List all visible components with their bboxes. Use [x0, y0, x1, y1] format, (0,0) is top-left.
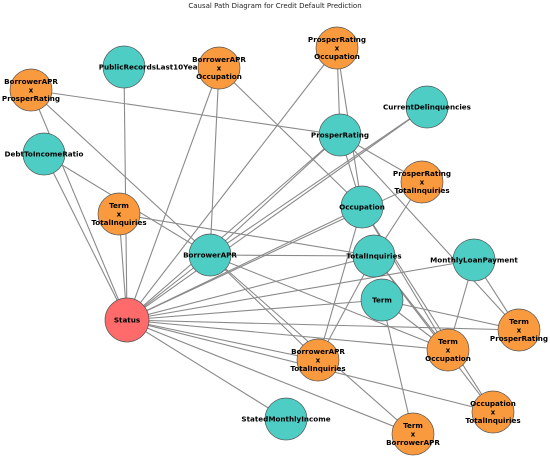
node-label-statedincome: StatedMonthlyIncome	[241, 415, 330, 424]
edge-status-apr_x_inq	[126, 319, 319, 361]
node-circle-apr_x_rating	[9, 68, 53, 112]
node-label-borrowerapr: BorrowerAPR	[183, 251, 237, 260]
node-label-prosperrating: ProsperRating	[311, 131, 369, 140]
node-circle-rating_x_inq	[400, 160, 444, 204]
node-circle-term_x_inq	[97, 192, 141, 236]
edge-prosperrating-term_x_rating	[339, 134, 520, 331]
node-circle-term_x_rating	[497, 308, 541, 352]
edge-borrowerapr-apr_x_inq	[209, 254, 319, 361]
node-currentdelinq: CurrentDelinquencies	[383, 85, 471, 129]
node-circle-occupation	[340, 185, 384, 229]
node-circle-prosperrating	[318, 113, 362, 157]
node-circle-apr_x_occ	[197, 46, 241, 90]
edge-occupation-term_x_occ	[361, 206, 449, 351]
edge-apr_x_occ-occupation	[218, 67, 363, 208]
edge-status-term	[126, 299, 383, 321]
node-circle-publicrecords	[102, 45, 146, 89]
node-label-occupation: Occupation	[339, 203, 385, 212]
node-statedincome: StatedMonthlyIncome	[241, 397, 331, 441]
edge-term_x_inq-totalinquiries	[118, 213, 375, 257]
node-debttoincome: DebtToIncomeRatio	[5, 132, 84, 176]
node-circle-debttoincome	[22, 132, 66, 176]
node-occupation: Occupation	[339, 185, 385, 229]
edge-status-statedincome	[126, 319, 287, 420]
node-label-publicrecords: PublicRecordsLast10Years	[99, 63, 206, 72]
edge-status-term_x_apr	[126, 319, 414, 435]
node-circle-status	[104, 297, 150, 343]
diagram-title: Causal Path Diagram for Credit Default P…	[188, 2, 362, 10]
edge-apr_x_occ-borrowerapr	[209, 67, 220, 256]
edge-term-term_x_rating	[381, 299, 520, 331]
node-term: Term	[360, 278, 404, 322]
edge-term-term_x_apr	[381, 299, 414, 435]
node-circle-term_x_apr	[391, 412, 435, 456]
edge-status-rating_x_occ	[126, 47, 338, 321]
edge-status-currentdelinq	[126, 106, 428, 321]
edge-status-term_x_rating	[126, 319, 520, 331]
node-circle-statedincome	[264, 397, 308, 441]
edge-apr_x_rating-prosperrating	[30, 89, 341, 136]
node-publicrecords: PublicRecordsLast10Years	[99, 45, 206, 89]
edge-borrowerapr-totalinquiries	[209, 254, 375, 257]
node-status: Status	[104, 297, 150, 343]
node-circle-term_x_occ	[426, 328, 470, 372]
edge-status-totalinquiries	[126, 255, 375, 321]
node-label-totalinquiries: TotalInquiries	[346, 252, 401, 261]
node-circle-totalinquiries	[352, 234, 396, 278]
node-prosperrating: ProsperRating	[311, 113, 369, 157]
edge-prosperrating-borrowerapr	[209, 134, 341, 256]
node-circle-monthlyloan	[452, 238, 496, 282]
edge-status-apr_x_occ	[126, 67, 220, 321]
edge-status-prosperrating	[126, 134, 341, 321]
edge-currentdelinq-borrowerapr	[209, 106, 428, 256]
edge-status-term_x_occ	[126, 319, 449, 351]
node-circle-currentdelinq	[405, 85, 449, 129]
node-circle-borrowerapr	[188, 233, 232, 277]
node-circle-apr_x_inq	[296, 338, 340, 382]
edge-status-debttoincome	[43, 153, 128, 321]
node-circle-rating_x_occ	[315, 26, 359, 70]
node-label-debttoincome: DebtToIncomeRatio	[5, 150, 84, 159]
edge-status-apr_x_rating	[30, 89, 128, 321]
node-layer: Status BorrowerAPR ProsperRatingOccupation…	[2, 26, 548, 456]
edge-occupation-apr_x_inq	[317, 206, 363, 361]
node-circle-occ_x_inq	[471, 390, 515, 434]
edge-status-publicrecords	[123, 66, 128, 321]
node-totalinquiries: TotalInquiries	[346, 234, 402, 278]
node-borrowerapr: BorrowerAPR	[183, 233, 237, 277]
node-label-currentdelinq: CurrentDelinquencies	[383, 103, 471, 112]
node-monthlyloan: MonthlyLoanPayment	[430, 238, 518, 282]
edge-totalinquiries-occ_x_inq	[373, 255, 494, 413]
edge-borrowerapr-term_x_occ	[209, 254, 449, 351]
node-label-monthlyloan: MonthlyLoanPayment	[430, 256, 518, 265]
edge-apr_x_rating-borrowerapr	[30, 89, 211, 256]
node-label-term: Term	[372, 296, 392, 305]
node-label-status: Status	[114, 316, 140, 325]
edge-status-monthlyloan	[126, 259, 475, 321]
node-circle-term	[360, 278, 404, 322]
